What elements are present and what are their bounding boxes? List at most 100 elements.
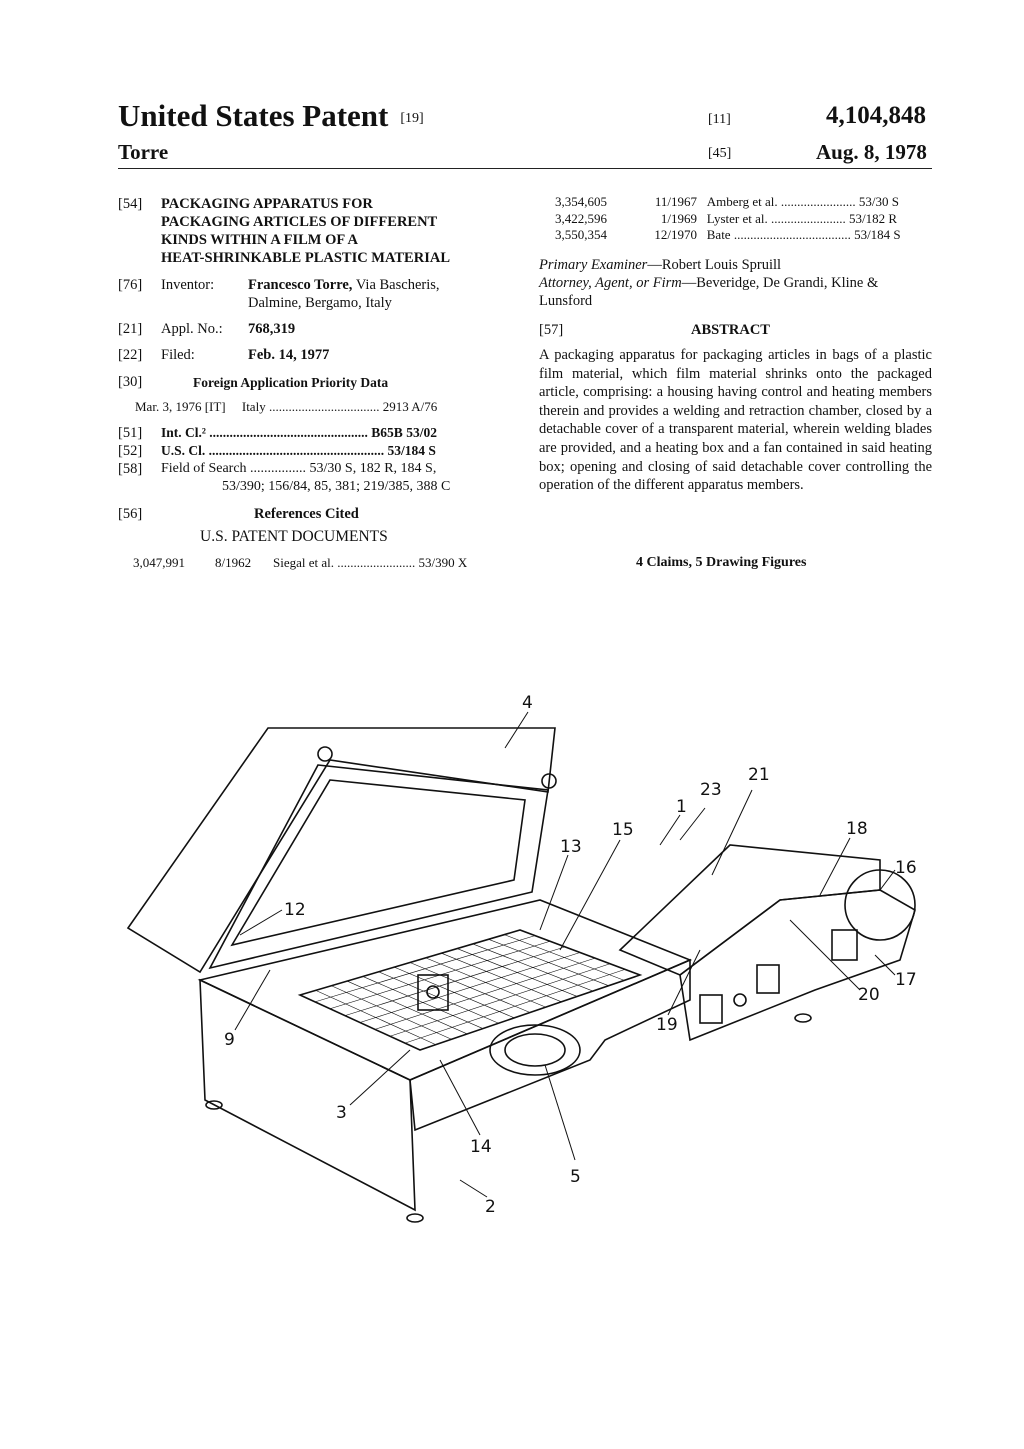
title-text: United States Patent — [118, 98, 389, 133]
ref-numeral: 15 — [612, 820, 634, 840]
us-cl: U.S. Cl. ...............................… — [161, 443, 436, 458]
switch — [699, 994, 723, 1024]
reference-row: 3,047,991 8/1962 Siegal et al. ...........… — [133, 554, 467, 572]
ref-numeral: 16 — [895, 858, 917, 878]
attorney: Attorney, Agent, or Firm—Beveridge, De G… — [539, 274, 932, 310]
reference-list: 3,354,605 11/1967 Amberg et al. .........… — [555, 194, 901, 244]
ref-numeral: 2 — [485, 1197, 496, 1217]
title-code: [54] — [118, 196, 143, 212]
mesh-line — [314, 935, 536, 1003]
claims-count: 4 Claims, 5 Drawing Figures — [636, 555, 807, 570]
examiner: Primary Examiner—Robert Louis Spruill — [539, 256, 781, 274]
appl-label: Appl. No.: — [161, 321, 223, 337]
ref-numeral: 21 — [748, 765, 770, 785]
foot — [794, 1013, 812, 1023]
fan — [489, 1024, 581, 1076]
examiner-label: Primary Examiner — [539, 257, 648, 273]
ref-name: Amberg et al. ....................... 53… — [706, 194, 899, 209]
ref-number: 3,550,354 — [555, 227, 607, 242]
ref-numeral: 23 — [700, 780, 722, 800]
hinge — [317, 746, 333, 762]
reference-numerals: 4 21 23 1 15 13 18 16 12 9 17 20 19 3 14… — [224, 693, 917, 1217]
foreign-label: Foreign Application Priority Data — [193, 375, 389, 390]
foreign-entry: Mar. 3, 1976 [IT] Italy ................… — [135, 399, 438, 414]
ref-numeral: 5 — [570, 1167, 581, 1187]
reference-row: 3,354,605 11/1967 Amberg et al. .........… — [555, 194, 901, 211]
ref-numeral: 18 — [846, 819, 868, 839]
mesh-line — [374, 957, 596, 1030]
invention-title: PACKAGING APPARATUS FOR PACKAGING ARTICL… — [161, 195, 450, 267]
ref-number: 3,047,991 — [133, 555, 185, 570]
inventor-label: Inventor: — [161, 277, 215, 293]
patent-date: Aug. 8, 1978 — [816, 140, 927, 164]
inventor-name: Francesco Torre, — [248, 277, 353, 293]
ref-numeral: 20 — [858, 985, 880, 1005]
filed-label: Filed: — [161, 347, 195, 363]
int-cl: Int. Cl.² ..............................… — [161, 425, 437, 440]
refs-label: References Cited — [254, 506, 359, 522]
patent-number-code: [11] — [708, 112, 731, 127]
body-side — [409, 958, 691, 1132]
patent-number: 4,104,848 — [826, 102, 926, 129]
lid-window — [230, 779, 526, 947]
patent-drawing: 4 21 23 1 15 13 18 16 12 9 17 20 19 3 14… — [126, 693, 917, 1223]
ref-numeral: 9 — [224, 1030, 235, 1050]
attorney-label: Attorney, Agent, or Firm — [539, 275, 682, 291]
abstract-text: A packaging apparatus for packaging arti… — [539, 347, 932, 494]
appl-value: 768,319 — [248, 321, 296, 337]
switch — [733, 993, 747, 1007]
mesh-line — [359, 952, 581, 1023]
title-line: HEAT-SHRINKABLE PLASTIC MATERIAL — [161, 250, 450, 266]
patent-title: United States Patent[19] — [118, 98, 424, 134]
ref-numeral: 19 — [656, 1015, 678, 1035]
examiner-name: —Robert Louis Spruill — [647, 257, 782, 273]
ref-numeral: 14 — [470, 1137, 492, 1157]
switch — [756, 964, 780, 994]
inventor-surname: Torre — [118, 140, 169, 164]
conveyor — [618, 844, 881, 976]
mesh-line — [344, 946, 566, 1016]
ref-name: Siegal et al. ........................ 5… — [273, 555, 468, 570]
ref-numeral: 3 — [336, 1103, 347, 1123]
attorney-name: —Beveridge, De Grandi, Kline & Lunsford — [539, 275, 879, 309]
lid-frame — [126, 727, 556, 974]
knob-icon — [426, 985, 440, 999]
ref-date: 8/1962 — [215, 555, 252, 570]
inventor-code: [76] — [118, 277, 143, 293]
appl-code: [21] — [118, 321, 143, 337]
field-of-search: 53/390; 156/84, 85, 381; 219/385, 388 C — [222, 479, 451, 494]
mesh-grid — [314, 934, 626, 1045]
ref-name: Bate ...................................… — [706, 227, 901, 242]
intcl-code: [51] — [118, 425, 143, 441]
mesh-area — [297, 929, 643, 1051]
title-line: PACKAGING APPARATUS FOR — [161, 196, 373, 212]
ref-date: 11/1967 — [654, 194, 697, 209]
lid-outline — [208, 764, 549, 970]
uscl-code: [52] — [118, 443, 143, 459]
inventor-value: Francesco Torre, Via Bascheris, — [248, 276, 440, 294]
fos-code: [58] — [118, 461, 143, 477]
ref-name: Lyster et al. ....................... 53… — [706, 210, 898, 226]
leader-lines — [234, 711, 896, 1198]
foot — [406, 1213, 424, 1223]
ref-numeral: 17 — [895, 970, 917, 990]
ref-numeral: 1 — [676, 797, 687, 817]
date-code: [45] — [708, 146, 732, 161]
conveyor-body — [679, 889, 916, 1042]
title-line: PACKAGING ARTICLES OF DIFFERENT — [161, 214, 438, 230]
filed-value: Feb. 14, 1977 — [248, 347, 330, 363]
field-of-search: Field of Search ................ 53/30 S… — [161, 461, 437, 476]
foot — [205, 1100, 223, 1110]
title-line: KINDS WITHIN A FILM OF A — [161, 232, 358, 248]
ref-number: 3,354,605 — [555, 194, 607, 209]
panel-window — [831, 929, 858, 961]
header-rule — [118, 168, 932, 169]
abstract-heading: ABSTRACT — [691, 322, 770, 338]
inventor-address: Via Bascheris, — [355, 277, 440, 293]
roller — [844, 869, 916, 941]
ref-numeral: 4 — [522, 693, 533, 713]
control-knob — [417, 974, 449, 1011]
fan-blades — [504, 1033, 566, 1067]
ref-date: 12/1970 — [654, 227, 697, 242]
